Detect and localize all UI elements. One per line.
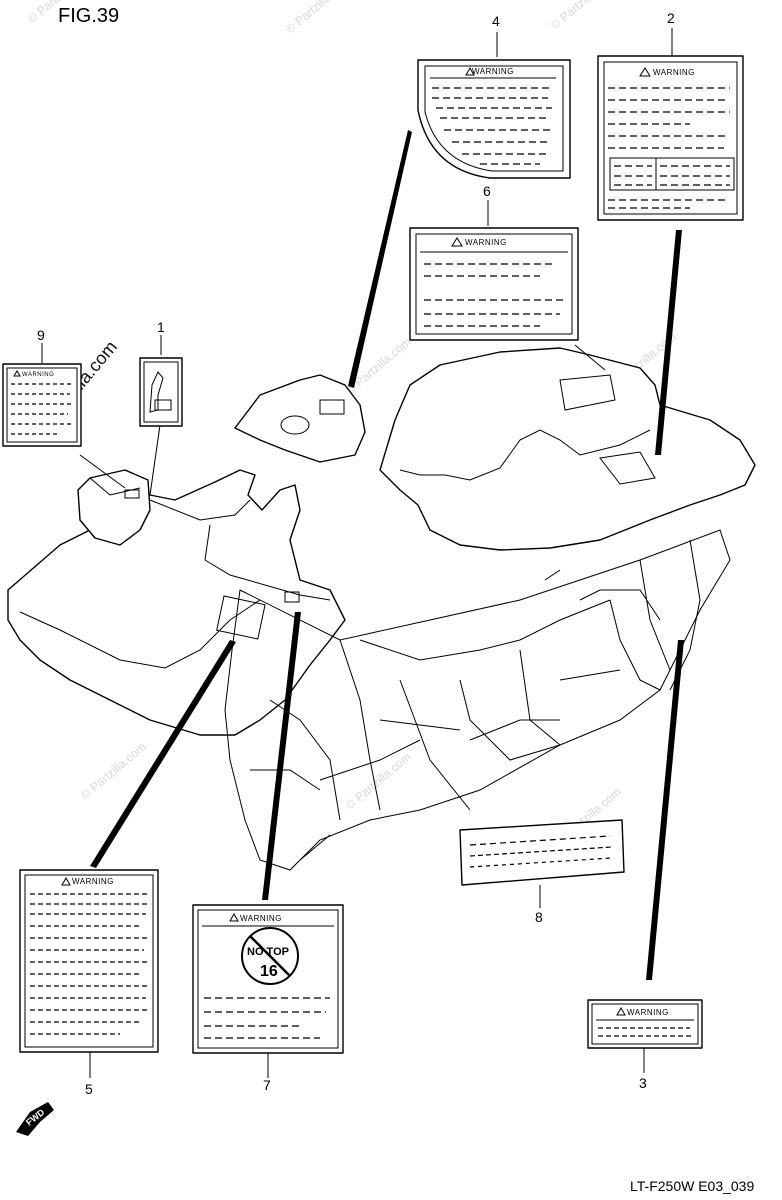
front-label-spot	[284, 591, 300, 603]
leader-line-9	[79, 454, 126, 489]
fender-detail	[574, 344, 606, 371]
label-2-heading: WARNING	[653, 68, 695, 77]
fender-crease	[19, 599, 261, 669]
label-7-heading: WARNING	[240, 914, 282, 923]
callout-7: 7	[263, 1077, 271, 1093]
callout-numbers: 4 2 6 9 1 8 5 7 3	[37, 10, 675, 1097]
callout-4: 4	[492, 13, 500, 29]
label-2-card: WARNING	[597, 55, 744, 221]
watermark: © Partzilla.com	[283, 0, 354, 36]
label-4-heading: WARNING	[472, 67, 514, 76]
label-9-card: WARNING	[2, 363, 82, 447]
label-5-heading: WARNING	[72, 877, 114, 886]
no-carry-number: 16	[260, 963, 278, 980]
watermark: © Partzilla.com	[548, 0, 619, 32]
fuel-tank-cover	[234, 374, 366, 463]
front-label-area	[216, 595, 266, 640]
leader-line-7	[262, 612, 301, 900]
no-carry-symbol: NO TOP 16	[241, 927, 299, 985]
label-3-card: WARNING	[587, 999, 703, 1049]
callout-3: 3	[639, 1075, 647, 1091]
leader-lines	[79, 130, 684, 980]
label-4-card: WARNING	[417, 59, 571, 179]
label-6-heading: WARNING	[465, 238, 507, 247]
tank-label-spot	[319, 399, 345, 415]
rear-label-spot	[599, 451, 656, 485]
fender-crease	[204, 559, 331, 601]
diagram-code: LT-F250W E03_039	[630, 1178, 754, 1194]
callout-9: 9	[37, 327, 45, 343]
front-fender	[7, 469, 346, 736]
callout-8: 8	[535, 909, 543, 925]
figure-title: FIG.39	[58, 5, 119, 27]
label-3-heading: WARNING	[627, 1008, 669, 1017]
callout-1: 1	[157, 319, 165, 335]
headlight-pod	[77, 469, 151, 546]
label-5-card: WARNING	[19, 869, 159, 1053]
callout-6: 6	[483, 183, 491, 199]
chassis-frame	[224, 529, 731, 871]
callout-ticks	[41, 28, 673, 1078]
rear-label-area	[559, 374, 616, 411]
leader-line-2	[655, 230, 682, 455]
fuel-cap	[280, 415, 310, 435]
leader-line-4	[348, 130, 412, 388]
fender-crease	[399, 429, 651, 481]
label-9-heading: WARNING	[22, 372, 54, 378]
no-carry-text: NO TOP	[247, 946, 289, 958]
label-8-card	[459, 819, 625, 886]
rear-fender	[379, 347, 756, 551]
pod-label-spot	[124, 489, 140, 499]
forward-arrow-icon: FWD	[16, 1102, 54, 1136]
leader-line-1	[149, 424, 161, 496]
leader-line-3	[646, 640, 684, 980]
callout-2: 2	[667, 10, 675, 26]
atv-illustration	[7, 344, 756, 871]
fender-crease	[149, 499, 251, 521]
label-7-card: WARNING NO TOP 16	[192, 904, 344, 1054]
fender-crease	[204, 524, 211, 561]
callout-5: 5	[85, 1081, 93, 1097]
leader-line-5	[90, 640, 236, 868]
label-6-card: WARNING	[409, 227, 579, 341]
label-1-card	[139, 357, 183, 427]
